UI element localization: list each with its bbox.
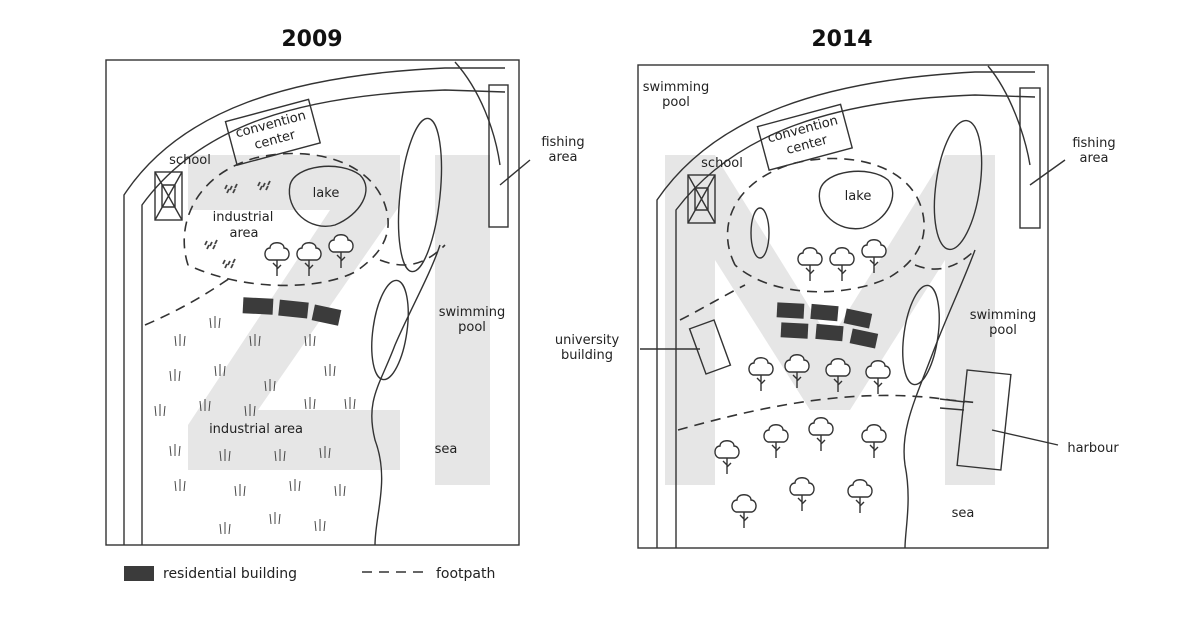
label-sea: sea	[952, 506, 975, 521]
pond-upper	[933, 119, 983, 251]
lake	[818, 170, 894, 230]
label-industrial-area-upper-2: area	[230, 226, 259, 241]
label-industrial-area-upper-1: industrial	[213, 210, 274, 225]
road	[656, 65, 1036, 548]
label-school: school	[169, 153, 211, 168]
small-pond	[750, 207, 770, 259]
pond-upper	[397, 117, 443, 273]
swimming-pool	[371, 279, 409, 381]
residential-buildings	[776, 302, 879, 349]
legend: residential building footpath	[124, 566, 495, 582]
label-fishing-area-1: fishing	[1072, 136, 1115, 151]
label-convention-center: convention center	[766, 113, 840, 158]
label-swimming-pool-top-1: swimming	[643, 80, 709, 95]
legend-residential-swatch	[124, 566, 154, 581]
label-lake: lake	[313, 186, 340, 201]
label-swimming-pool-1: swimming	[439, 305, 505, 320]
convention-center	[756, 103, 854, 171]
label-swimming-pool-top-2: pool	[662, 95, 690, 110]
university-building	[640, 319, 732, 375]
map-2009: 2009	[105, 27, 585, 546]
footpath	[677, 157, 981, 431]
residential-buildings	[242, 297, 342, 326]
map-frame	[105, 59, 520, 546]
coastline	[903, 249, 976, 549]
label-fishing-area-1: fishing	[541, 135, 584, 150]
legend-footpath-label: footpath	[436, 566, 495, 582]
map-frame	[637, 64, 1049, 549]
label-harbour: harbour	[1067, 441, 1119, 456]
fishing-pointer	[1029, 159, 1066, 186]
label-swimming-pool-2: pool	[458, 320, 486, 335]
swimming-pool	[902, 284, 940, 386]
legend-residential-label: residential building	[163, 566, 297, 582]
school-building	[687, 174, 716, 224]
coastline	[371, 244, 441, 546]
label-industrial-area-lower: industrial area	[209, 422, 303, 437]
label-fishing-area-2: area	[1080, 151, 1109, 166]
harbour	[939, 369, 1059, 471]
label-university-building-1: university	[555, 333, 620, 348]
label-lake: lake	[845, 189, 872, 204]
footpath	[144, 152, 446, 326]
fishing-area	[488, 84, 509, 228]
label-convention-center: convention center	[234, 108, 308, 153]
lake	[288, 165, 367, 227]
map-2014: 2014	[555, 27, 1119, 549]
fishing-area	[1019, 87, 1041, 229]
convention-center	[224, 98, 322, 166]
label-swimming-pool-1: swimming	[970, 308, 1036, 323]
label-university-building-2: building	[561, 348, 613, 363]
map-title-2014: 2014	[811, 27, 872, 52]
road	[123, 61, 506, 545]
school-building	[154, 171, 183, 221]
label-school: school	[701, 156, 743, 171]
map-title-2009: 2009	[281, 27, 342, 52]
fishing-pointer	[499, 159, 531, 186]
label-fishing-area-2: area	[549, 150, 578, 165]
label-swimming-pool-2: pool	[989, 323, 1017, 338]
label-sea: sea	[435, 442, 458, 457]
